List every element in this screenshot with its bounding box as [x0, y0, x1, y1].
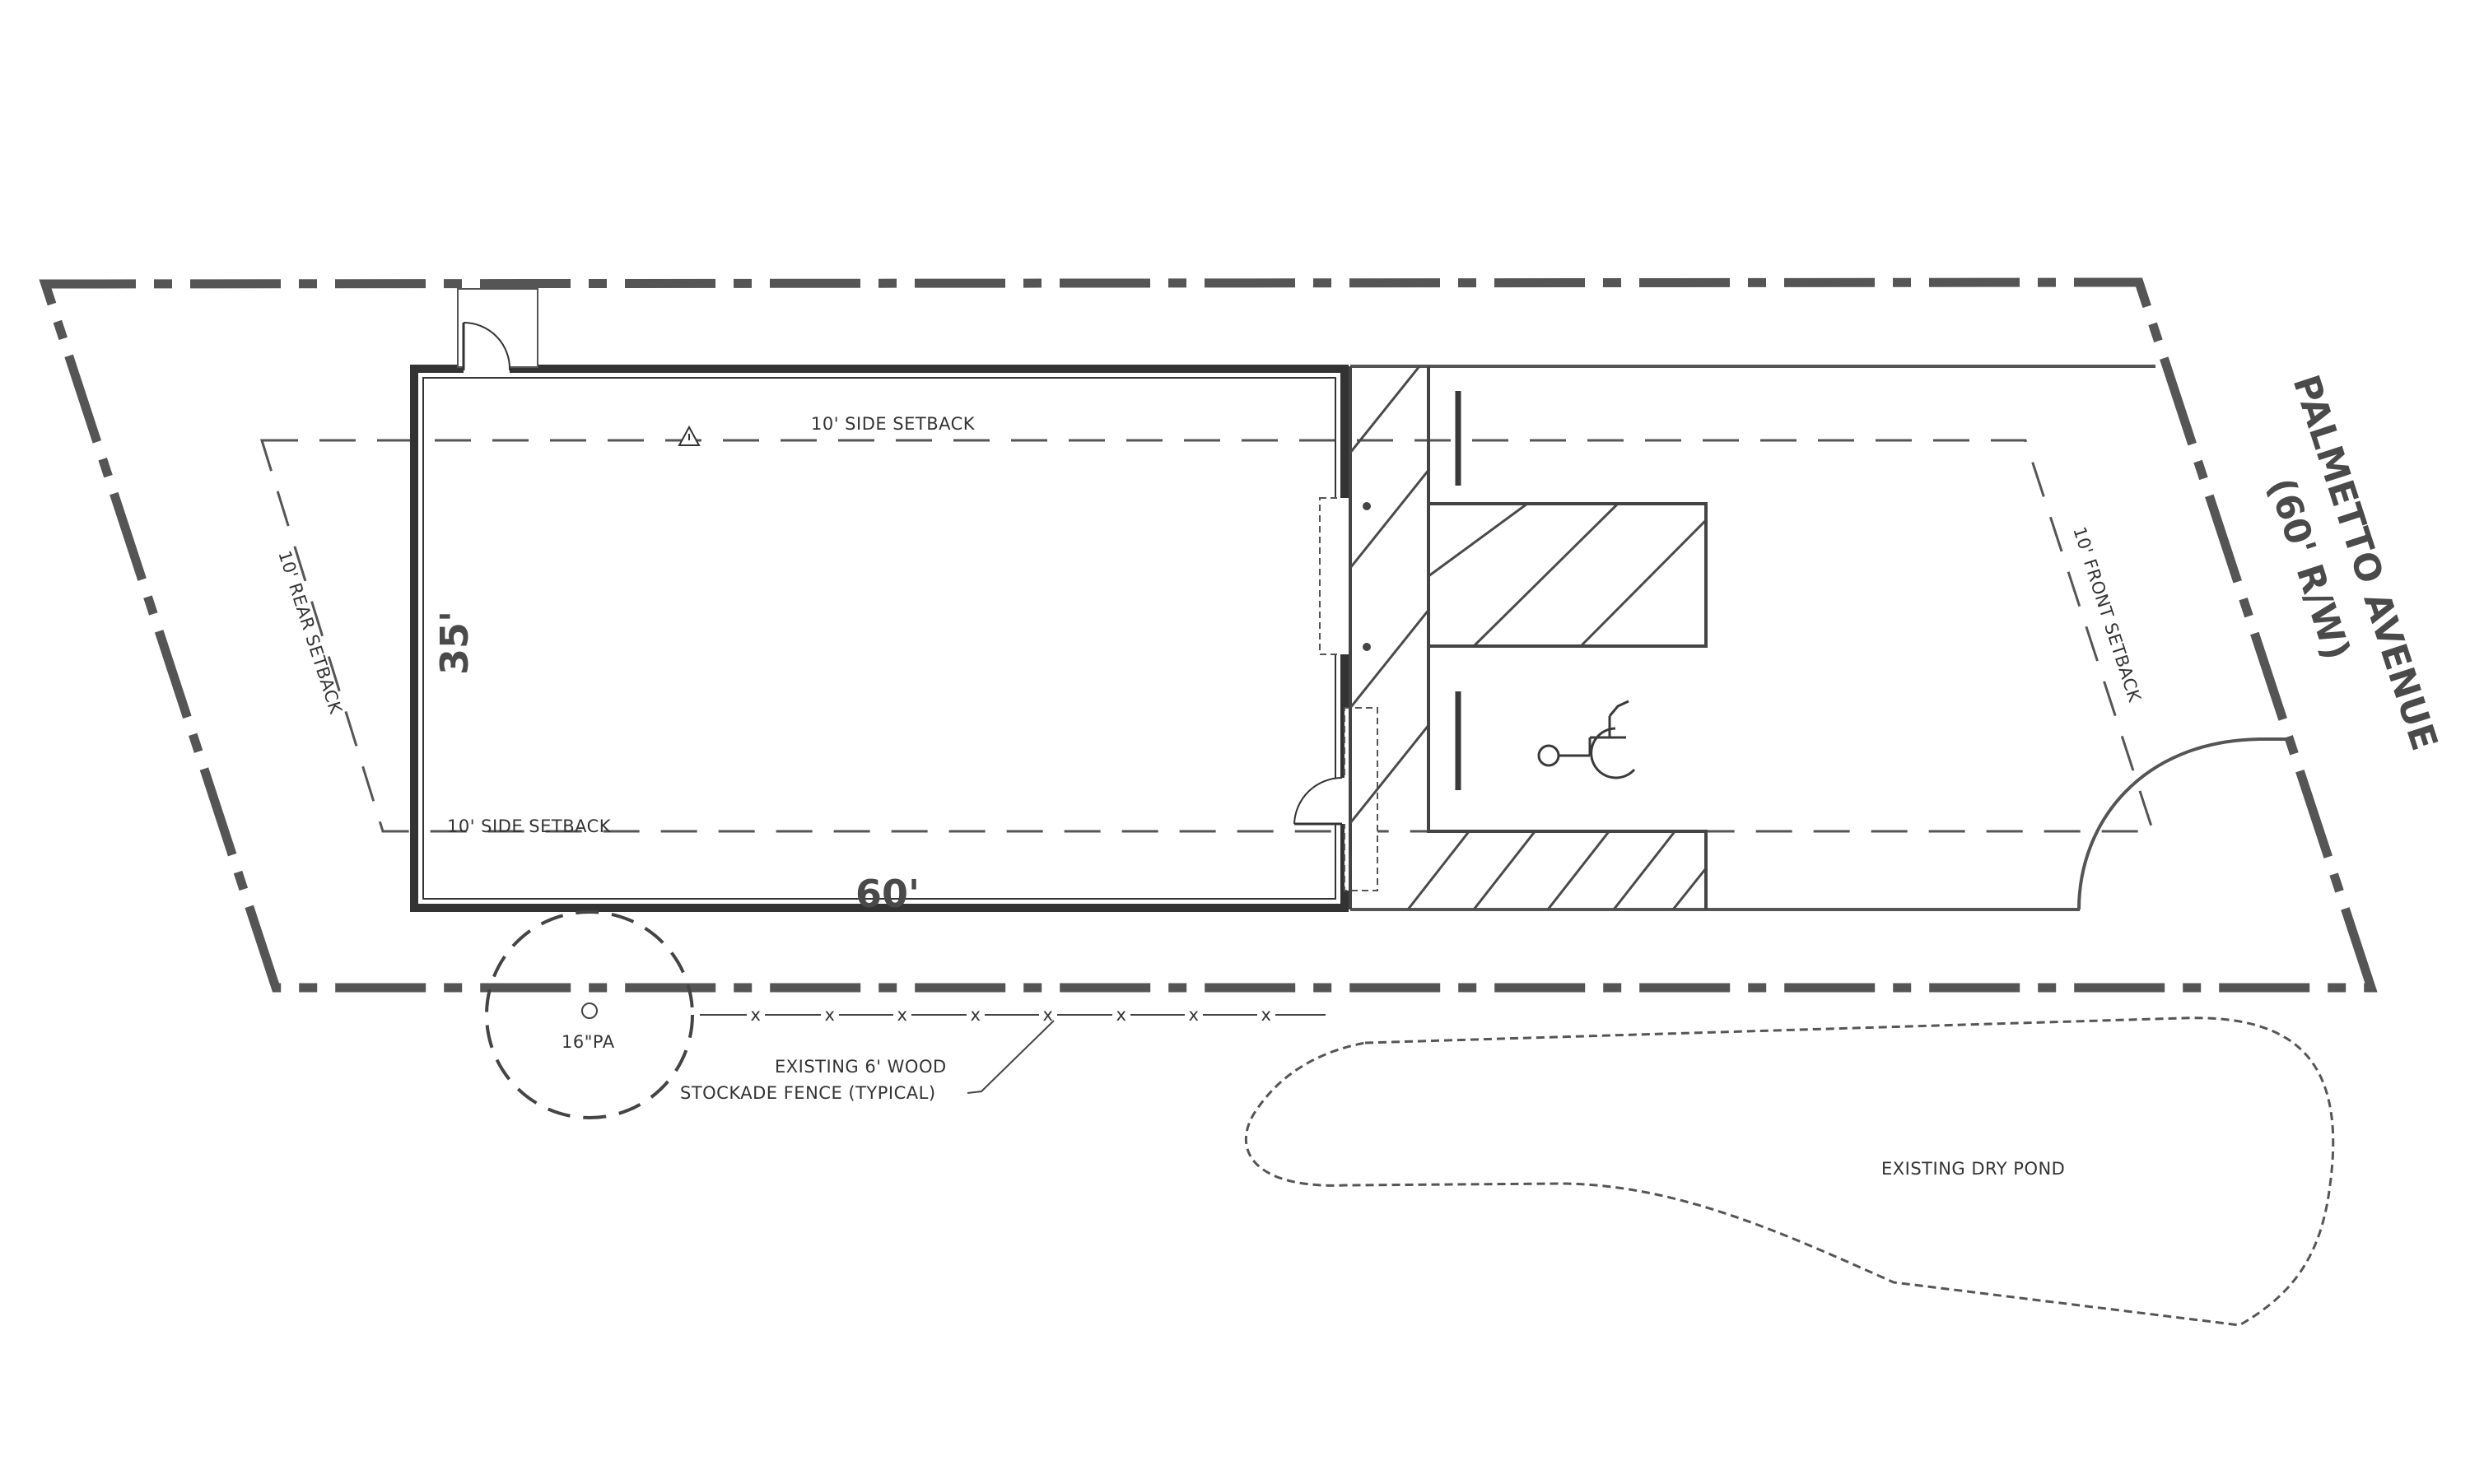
rear-door [457, 288, 538, 374]
dry-pond-outline [1244, 1016, 2335, 1327]
fence-label-line1: EXISTING 6' WOOD [775, 1057, 947, 1077]
fence-marker: x [1189, 1005, 1200, 1025]
warning-triangle-icon [678, 425, 701, 446]
tree-label: 16"PA [562, 1032, 615, 1052]
fence-marker-bg [1112, 1006, 1130, 1024]
fence-marker-bg [967, 1006, 985, 1024]
fence-marker-bg [747, 1006, 765, 1024]
property-boundary [39, 277, 2378, 993]
fence-marker-bg [1185, 1006, 1203, 1024]
access-aisle-hatch [1350, 366, 1708, 909]
front-setback-label: 10' FRONT SETBACK [2069, 524, 2145, 705]
fence-marker: x [897, 1005, 908, 1025]
existing-tree [485, 910, 694, 1119]
fence-marker-bg [893, 1006, 911, 1024]
rear-setback-label: 10' REAR SETBACK [274, 548, 346, 717]
parking-area [1349, 365, 2155, 911]
fence-marker-bg [1039, 1006, 1057, 1024]
accessible-parking-icon [1537, 700, 1636, 779]
fence-leader [967, 1020, 1055, 1094]
fence-marker: x [1043, 1005, 1054, 1025]
driveway-curve [2077, 737, 2287, 910]
depth-dimension: 35' [432, 611, 477, 675]
width-dimension: 60' [855, 872, 920, 916]
dry-pond-label: EXISTING DRY POND [1881, 1159, 2065, 1179]
fence-marker: x [751, 1005, 762, 1025]
fence-marker: x [1261, 1005, 1272, 1025]
setback-line [259, 439, 2155, 833]
side-setback-top-label: 10' SIDE SETBACK [811, 414, 976, 434]
storefront-window [1319, 497, 1371, 655]
fence-marker: x [971, 1005, 981, 1025]
side-setback-bottom-label: 10' SIDE SETBACK [447, 816, 612, 836]
fence-marker: x [1116, 1005, 1127, 1025]
fence-marker: x [825, 1005, 836, 1025]
fence-marker-bg [1257, 1006, 1275, 1024]
fence-label-line2: STOCKADE FENCE (TYPICAL) [680, 1083, 936, 1103]
fence-marker-bg [821, 1006, 839, 1024]
